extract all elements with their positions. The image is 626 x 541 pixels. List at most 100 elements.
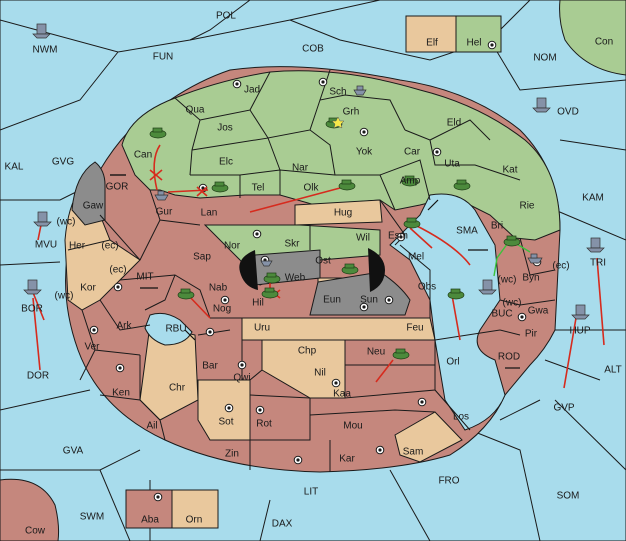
label-ail: Ail bbox=[146, 421, 157, 432]
supply-center-icon bbox=[113, 282, 123, 292]
label-nil: Nil bbox=[314, 368, 326, 379]
label-obs: Obs bbox=[418, 282, 436, 293]
supply-center-icon bbox=[237, 360, 247, 370]
supply-center-icon bbox=[255, 405, 265, 415]
province-cow[interactable] bbox=[0, 478, 60, 541]
fleet-icon bbox=[23, 279, 42, 295]
label-kal: KAL bbox=[5, 162, 24, 173]
label-qwi: Qwi bbox=[233, 373, 250, 384]
province-labels: POL FUN COB NOM Con Elf Hel NWM OVD KAL … bbox=[5, 11, 622, 537]
fleet-icon bbox=[532, 97, 551, 113]
label-tel: Tel bbox=[252, 183, 265, 194]
province-sam[interactable] bbox=[394, 411, 463, 463]
supply-center-icon bbox=[318, 77, 328, 87]
fleet-icon bbox=[527, 253, 543, 264]
label-mel: Mel bbox=[408, 252, 424, 263]
province-orn[interactable] bbox=[171, 489, 219, 529]
fleet-icon bbox=[586, 237, 605, 253]
coast-byn-ec: (ec) bbox=[552, 261, 569, 272]
province-con[interactable] bbox=[559, 0, 626, 76]
label-uta: Uta bbox=[444, 159, 460, 170]
coast-buc-wc: (wc) bbox=[498, 275, 517, 286]
label-cow: Cow bbox=[25, 526, 46, 537]
label-sch: Sch bbox=[329, 87, 346, 98]
label-eld: Eld bbox=[447, 118, 461, 129]
province-sot[interactable] bbox=[197, 379, 251, 441]
fleet-icon bbox=[478, 279, 497, 295]
label-los: Los bbox=[453, 412, 469, 423]
army-icon bbox=[403, 217, 421, 229]
rbu-bay bbox=[144, 312, 193, 346]
coast-kor-ec: (ec) bbox=[109, 265, 126, 276]
label-jad: Jad bbox=[244, 85, 260, 96]
inner-bay bbox=[389, 193, 506, 431]
label-yok: Yok bbox=[356, 147, 373, 158]
label-dax: DAX bbox=[272, 519, 293, 530]
label-nab: Nab bbox=[209, 283, 228, 294]
army-icon bbox=[261, 287, 279, 299]
label-chr: Chr bbox=[169, 383, 186, 394]
army-icon bbox=[401, 175, 419, 187]
province-hug[interactable] bbox=[294, 199, 383, 226]
supply-center-icon bbox=[89, 325, 99, 335]
label-sap: Sap bbox=[193, 252, 211, 263]
label-cob: COB bbox=[302, 44, 324, 55]
label-wil: Wil bbox=[356, 233, 370, 244]
label-bri: Bri bbox=[491, 221, 503, 232]
label-gur: Gur bbox=[156, 207, 173, 218]
army-icon bbox=[447, 288, 465, 300]
label-elc: Elc bbox=[219, 157, 233, 168]
supply-center-icon bbox=[153, 492, 163, 502]
label-fun: FUN bbox=[153, 52, 174, 63]
fleets bbox=[23, 23, 605, 320]
army-icon bbox=[503, 235, 521, 247]
province-gaw[interactable] bbox=[71, 161, 106, 226]
label-aba: Aba bbox=[141, 515, 159, 526]
label-can: Can bbox=[134, 150, 152, 161]
label-bor: BOR bbox=[21, 304, 43, 315]
province-aba[interactable] bbox=[125, 489, 173, 529]
label-swm: SWM bbox=[80, 512, 104, 523]
supply-center-icon bbox=[517, 312, 527, 322]
label-eun: Eun bbox=[323, 295, 341, 306]
supply-center-icon bbox=[224, 403, 234, 413]
army-icon bbox=[338, 179, 356, 191]
coast-labels: (wc) (ec) (ec) (wc) (wc) (ec) (wc) bbox=[55, 217, 570, 309]
label-lan: Lan bbox=[201, 208, 218, 219]
label-lit: LIT bbox=[304, 487, 318, 498]
label-grh: Grh bbox=[343, 107, 360, 118]
label-kar: Kar bbox=[339, 454, 355, 465]
label-ost: Ost bbox=[315, 256, 331, 267]
label-nwm: NWM bbox=[33, 45, 58, 56]
label-skr: Skr bbox=[285, 239, 301, 250]
label-web: Web bbox=[285, 273, 306, 284]
convoy-link-arrow-icon bbox=[110, 174, 520, 369]
fleet-icon bbox=[353, 85, 367, 96]
province-elf[interactable] bbox=[405, 15, 457, 53]
fleet-icon bbox=[154, 190, 169, 201]
label-ovd: OVD bbox=[557, 107, 579, 118]
black-end-right bbox=[368, 248, 385, 292]
fleet-icon bbox=[33, 211, 52, 227]
army-icon bbox=[453, 179, 471, 191]
label-gor: GOR bbox=[106, 182, 129, 193]
supply-center-icon bbox=[115, 363, 125, 373]
label-rie: Rie bbox=[519, 201, 534, 212]
fleet-icon bbox=[571, 304, 590, 320]
label-uru: Uru bbox=[254, 323, 270, 334]
label-gwa: Gwa bbox=[528, 306, 549, 317]
label-hel: Hel bbox=[466, 38, 481, 49]
supply-center-icon bbox=[487, 40, 497, 50]
label-ver: Ver bbox=[84, 342, 100, 353]
supply-center-icon bbox=[417, 397, 427, 407]
label-nom: NOM bbox=[533, 53, 556, 64]
supply-center-icon bbox=[432, 147, 442, 157]
supply-center-icon bbox=[396, 232, 406, 242]
supply-center-icon bbox=[293, 455, 303, 465]
label-olk: Olk bbox=[304, 183, 320, 194]
label-gvp: GVP bbox=[553, 403, 574, 414]
label-tri: TRI bbox=[590, 258, 606, 269]
supply-center-icon bbox=[359, 127, 369, 137]
order-arrows bbox=[31, 144, 605, 389]
label-alt: ALT bbox=[604, 365, 622, 376]
